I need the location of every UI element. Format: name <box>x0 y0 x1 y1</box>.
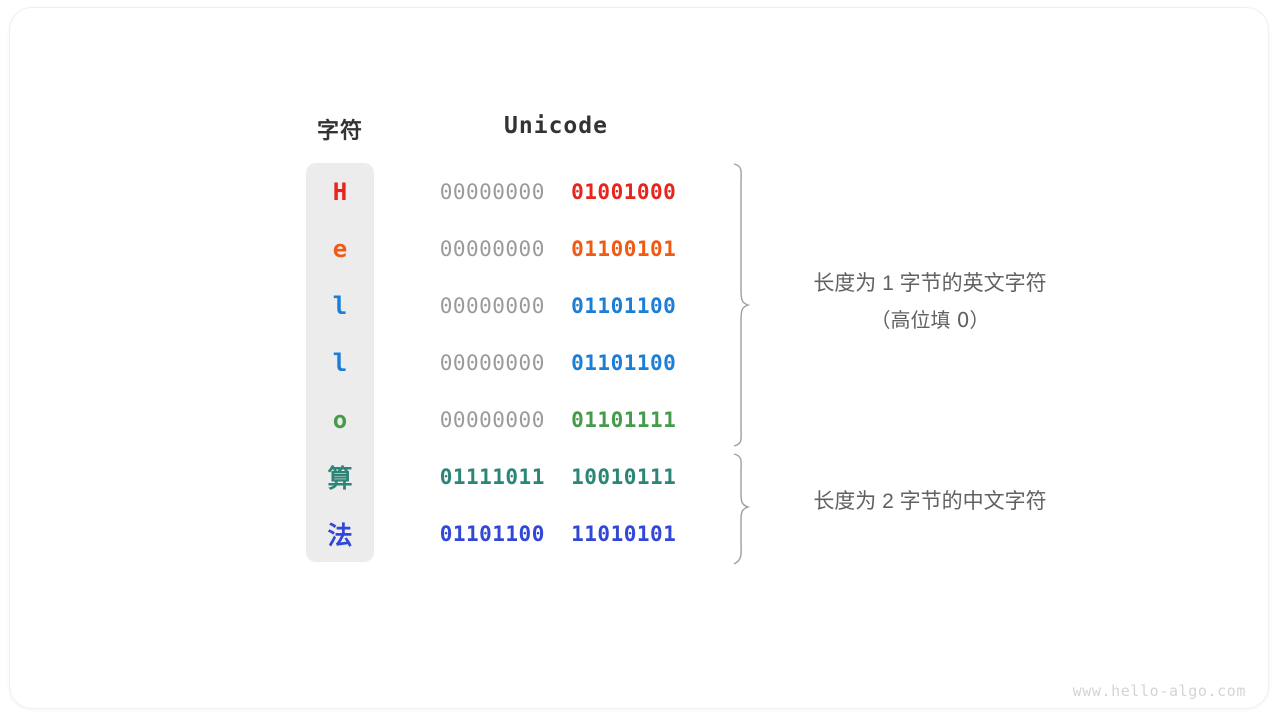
unicode-bits-cell: 00000000 01100101 <box>420 220 696 277</box>
annotation-single-byte-line1: 长度为 1 字节的英文字符 <box>813 272 1047 295</box>
character-cell: 法 <box>327 520 353 550</box>
byte-separator <box>545 351 571 375</box>
unicode-bits-cell: 00000000 01101100 <box>420 277 696 334</box>
brace-single-byte <box>733 163 750 447</box>
low-byte: 10010111 <box>571 464 677 489</box>
character-cell: e <box>332 234 348 263</box>
table-row: 算 01111011 10010111 <box>306 448 696 505</box>
low-byte: 01101100 <box>571 350 677 375</box>
character-cell: o <box>332 405 348 434</box>
high-byte: 01101100 <box>439 521 545 546</box>
high-byte: 00000000 <box>439 293 545 318</box>
low-byte: 01001000 <box>571 179 677 204</box>
unicode-bits-cell: 01111011 10010111 <box>420 448 696 505</box>
unicode-bits-cell: 00000000 01101111 <box>420 391 696 448</box>
header-character: 字符 <box>316 118 363 143</box>
annotation-double-byte-line1: 长度为 2 字节的中文字符 <box>813 490 1047 513</box>
byte-separator <box>545 408 571 432</box>
table-row: l 00000000 01101100 <box>306 334 696 391</box>
high-byte: 00000000 <box>439 350 545 375</box>
byte-separator <box>545 522 571 546</box>
unicode-bits-cell: 00000000 01001000 <box>420 163 696 220</box>
brace-double-byte <box>733 453 750 565</box>
table-row: 法 01101100 11010101 <box>306 505 696 562</box>
table-row: H 00000000 01001000 <box>306 163 696 220</box>
table-row: l 00000000 01101100 <box>306 277 696 334</box>
low-byte: 01101100 <box>571 293 677 318</box>
high-byte: 00000000 <box>439 179 545 204</box>
unicode-bits-cell: 01101100 11010101 <box>420 505 696 562</box>
character-cell: l <box>332 348 348 377</box>
byte-separator <box>545 465 571 489</box>
diagram-card <box>10 8 1268 708</box>
low-byte: 11010101 <box>571 521 677 546</box>
high-byte: 00000000 <box>439 236 545 261</box>
character-cell: l <box>332 291 348 320</box>
byte-separator <box>545 180 571 204</box>
character-cell: 算 <box>327 463 353 493</box>
header-unicode: Unicode <box>504 113 608 139</box>
annotation-single-byte-line2: （高位填 0） <box>870 308 990 332</box>
high-byte: 01111011 <box>439 464 545 489</box>
byte-separator <box>545 294 571 318</box>
low-byte: 01100101 <box>571 236 677 261</box>
annotation-double-byte: 长度为 2 字节的中文字符 <box>785 484 1075 520</box>
character-cell: H <box>332 177 348 206</box>
byte-separator <box>545 237 571 261</box>
unicode-bits-cell: 00000000 01101100 <box>420 334 696 391</box>
watermark: www.hello-algo.com <box>1072 682 1246 700</box>
table-row: e 00000000 01100101 <box>306 220 696 277</box>
annotation-single-byte: 长度为 1 字节的英文字符 （高位填 0） <box>785 266 1075 338</box>
high-byte: 00000000 <box>439 407 545 432</box>
character-column-background <box>306 163 374 562</box>
table-row: o 00000000 01101111 <box>306 391 696 448</box>
low-byte: 01101111 <box>571 407 677 432</box>
